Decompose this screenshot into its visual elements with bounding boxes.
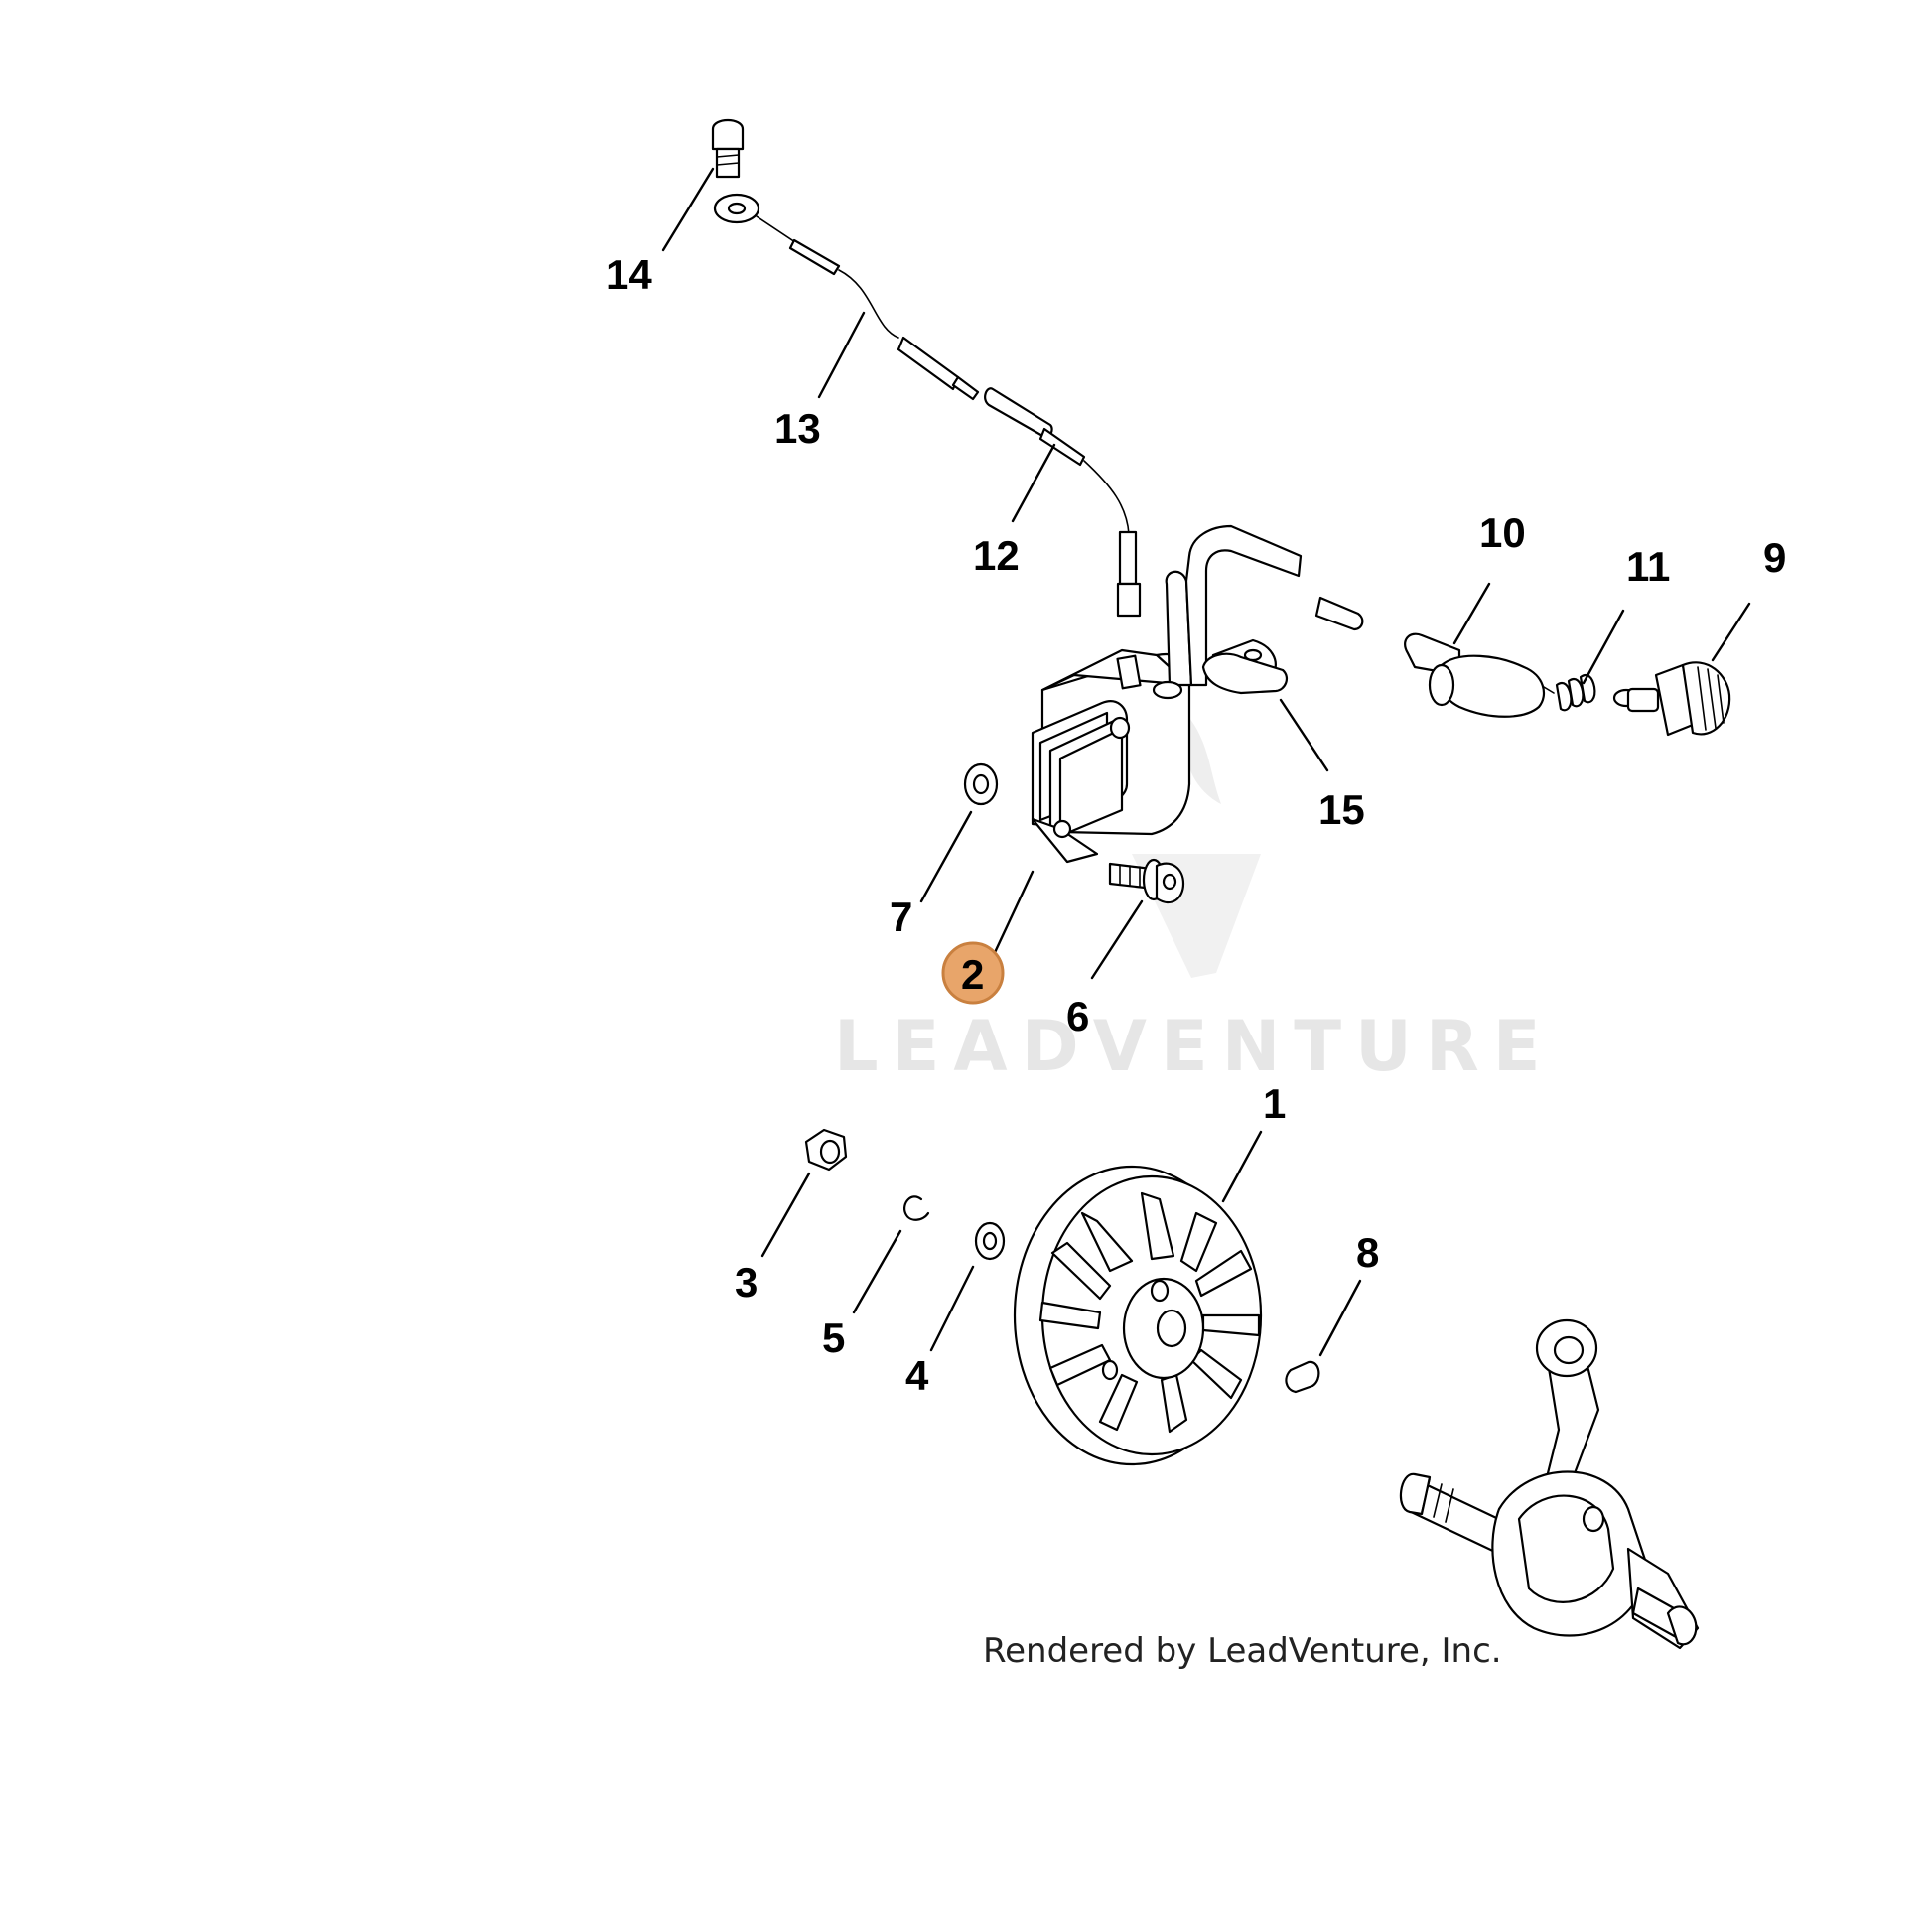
callout-4[interactable]: 4 (905, 1352, 929, 1399)
part-12-connector-wire (984, 387, 1142, 618)
crankshaft (1399, 1318, 1700, 1650)
callout-9[interactable]: 9 (1763, 534, 1786, 581)
watermark-text: LEADVENTURE (834, 1006, 1555, 1087)
callout-labels: 14 13 12 10 11 9 15 7 2 6 1 8 3 5 4 (606, 251, 1786, 1399)
part-4-washer (974, 1221, 1006, 1261)
callout-5[interactable]: 5 (822, 1314, 845, 1361)
part-8-woodruff-key (1285, 1360, 1320, 1394)
high-tension-lead (1314, 596, 1364, 631)
part-14-screw-terminal (711, 118, 760, 224)
callout-3[interactable]: 3 (735, 1259, 758, 1306)
part-7-washer (963, 762, 999, 806)
part-11-spring (1543, 673, 1596, 712)
callout-6[interactable]: 6 (1066, 993, 1089, 1039)
part-10-spark-plug-boot (1404, 632, 1546, 718)
part-5-clip (903, 1195, 930, 1221)
callout-8[interactable]: 8 (1356, 1229, 1379, 1276)
callout-1[interactable]: 1 (1263, 1080, 1286, 1127)
render-credit: Rendered by LeadVenture, Inc. (983, 1631, 1502, 1671)
callout-7[interactable]: 7 (890, 894, 912, 940)
part-2-ignition-coil (1031, 524, 1303, 864)
callout-14[interactable]: 14 (606, 251, 652, 298)
part-6-bolt (1108, 858, 1185, 904)
callout-13[interactable]: 13 (774, 405, 821, 452)
part-1-flywheel (1013, 1165, 1263, 1466)
selected-callout-highlight (941, 941, 1005, 1005)
leader-lines (661, 167, 1751, 1357)
callout-2[interactable]: 2 (961, 951, 984, 998)
callout-10[interactable]: 10 (1479, 509, 1526, 556)
callout-15[interactable]: 15 (1318, 786, 1365, 833)
part-9-spark-plug (1612, 661, 1731, 737)
part-13-lead-wire (756, 215, 980, 401)
part-15-grommet (1201, 638, 1289, 695)
part-3-nut (804, 1128, 848, 1172)
callout-12[interactable]: 12 (973, 532, 1020, 579)
callout-11[interactable]: 11 (1626, 543, 1670, 590)
